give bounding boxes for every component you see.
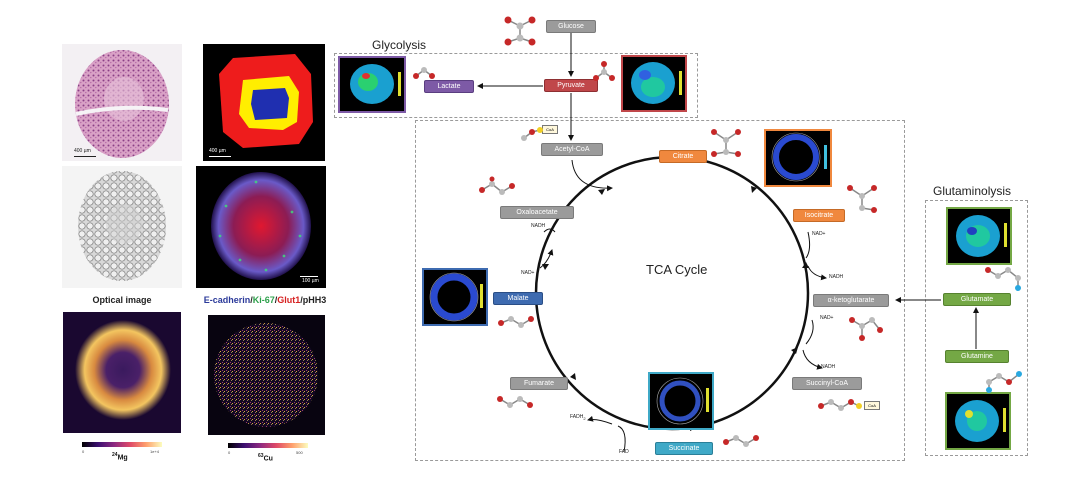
mg-map-graphic (75, 320, 171, 420)
mg-colorbar (82, 442, 162, 447)
succinate-box: Succinate (655, 442, 713, 455)
segmentation-graphic (219, 54, 313, 148)
immunofluorescence-image: 100 µm (196, 166, 326, 288)
isocitrate-molecule-icon (847, 185, 877, 213)
akg-box: α-ketoglutarate (813, 294, 889, 307)
malate-box: Malate (493, 292, 543, 305)
stain-sep-3: / (300, 295, 303, 305)
stain-caption: E-cadherin/Ki-67/Glut1/pHH3 (190, 295, 340, 305)
citrate-molecule-icon (711, 129, 741, 157)
stain-ki67: Ki-67 (252, 295, 275, 305)
pyruvate-molecule-icon (593, 61, 615, 81)
he-stain-graphic (75, 50, 169, 158)
he-scale-bar-label: 400 µm (74, 148, 91, 154)
mg-map-image (63, 312, 181, 433)
cu-element: Cu (263, 455, 273, 463)
nadh-near-oxaloacetate: NADH (531, 223, 546, 229)
stain-ecad: E-cadherin (203, 295, 251, 305)
succinate-molecule-icon (723, 435, 759, 447)
mg-label: 24Mg (112, 452, 128, 461)
cu-colorbar-min: 0 (228, 450, 231, 455)
tca-region (415, 120, 905, 461)
oxaloacetate-box: Oxaloacetate (500, 206, 574, 219)
glutamate-molecule-icon (985, 267, 1021, 291)
succinyl-coa-box: Succinyl-CoA (792, 377, 862, 390)
coa-tag-succinyl: CoA (864, 401, 880, 410)
optical-caption: Optical image (92, 295, 152, 305)
glutamine-molecule-icon (986, 371, 1022, 393)
glutaminolysis-title: Glutaminolysis (933, 184, 1012, 198)
stain-sep-2: / (274, 295, 278, 305)
optical-graphic (78, 171, 166, 281)
glutamine-msi-thumbnail (945, 392, 1011, 450)
glycolysis-title: Glycolysis (372, 38, 427, 52)
optical-image (62, 166, 182, 288)
fumarate-box: Fumarate (510, 377, 568, 390)
oxaloacetate-molecule-icon (479, 176, 515, 195)
fadh2-text: FADH (570, 414, 584, 420)
cu-mass: 63 (258, 453, 264, 459)
nadh-near-isocitrate: NADH (829, 274, 844, 280)
acetyl-coa-molecule-icon (521, 127, 543, 141)
nad-near-isocitrate: NAD+ (812, 231, 826, 237)
cu-colorbar (228, 443, 308, 448)
if-scale-bar (300, 276, 318, 277)
tca-title: TCA Cycle (646, 262, 708, 277)
glycolysis-region (334, 53, 698, 118)
acetyl-coa-box: Acetyl-CoA (541, 143, 603, 156)
stain-glut1: Glut1 (277, 295, 301, 305)
lactate-box: Lactate (424, 80, 474, 93)
akg-molecule-icon (849, 317, 883, 341)
stain-phh3: pHH3 (302, 295, 327, 305)
malate-molecule-icon (498, 316, 534, 328)
segmentation-map: 400 µm (203, 44, 325, 161)
glutamine-box: Glutamine (945, 350, 1009, 363)
pyruvate-box: Pyruvate (544, 79, 598, 92)
succinate-msi-thumbnail (648, 372, 714, 430)
coa-tag-acetyl: CoA (542, 125, 558, 134)
succinyl-coa-molecule-icon (818, 399, 862, 411)
cu-map-image (208, 315, 325, 435)
fumarate-molecule-icon (497, 396, 533, 408)
cu-colorbar-max: 500 (296, 450, 303, 455)
if-graphic (211, 172, 311, 280)
glutamate-msi-thumbnail (946, 207, 1012, 265)
nadh-near-akg: NADH (821, 364, 836, 370)
fadh2-label: FADH2 (570, 414, 586, 421)
stain-sep-1: / (250, 295, 253, 305)
glucose-molecule-icon (504, 16, 536, 46)
he-stain-image: 400 µm (62, 44, 182, 161)
fadh2-subscript: 2 (583, 416, 586, 421)
if-scale-bar-label: 100 µm (302, 278, 319, 284)
cu-map-graphic (214, 323, 318, 427)
mg-colorbar-min: 0 (82, 449, 85, 454)
mg-colorbar-max: 1e+4 (150, 449, 160, 454)
lactate-molecule-icon (413, 67, 435, 79)
nad-near-malate: NAD+ (521, 270, 535, 276)
mg-element: Mg (117, 454, 128, 462)
seg-scale-bar-label: 400 µm (209, 148, 226, 154)
glucose-box: Glucose (546, 20, 596, 33)
nad-near-akg: NAD+ (820, 315, 834, 321)
he-scale-bar (74, 156, 96, 157)
malate-msi-thumbnail (422, 268, 488, 326)
pyruvate-msi-thumbnail (621, 55, 687, 112)
seg-scale-bar (209, 156, 231, 157)
fad-label: FAD (619, 449, 629, 455)
cu-label: 63Cu (258, 453, 273, 462)
citrate-msi-thumbnail (764, 129, 832, 187)
citrate-box: Citrate (659, 150, 707, 163)
mg-mass: 24 (112, 452, 118, 458)
isocitrate-box: Isocitrate (793, 209, 845, 222)
glutaminolysis-region (925, 200, 1028, 456)
lactate-msi-thumbnail (338, 56, 406, 113)
glutamate-box: Glutamate (943, 293, 1011, 306)
